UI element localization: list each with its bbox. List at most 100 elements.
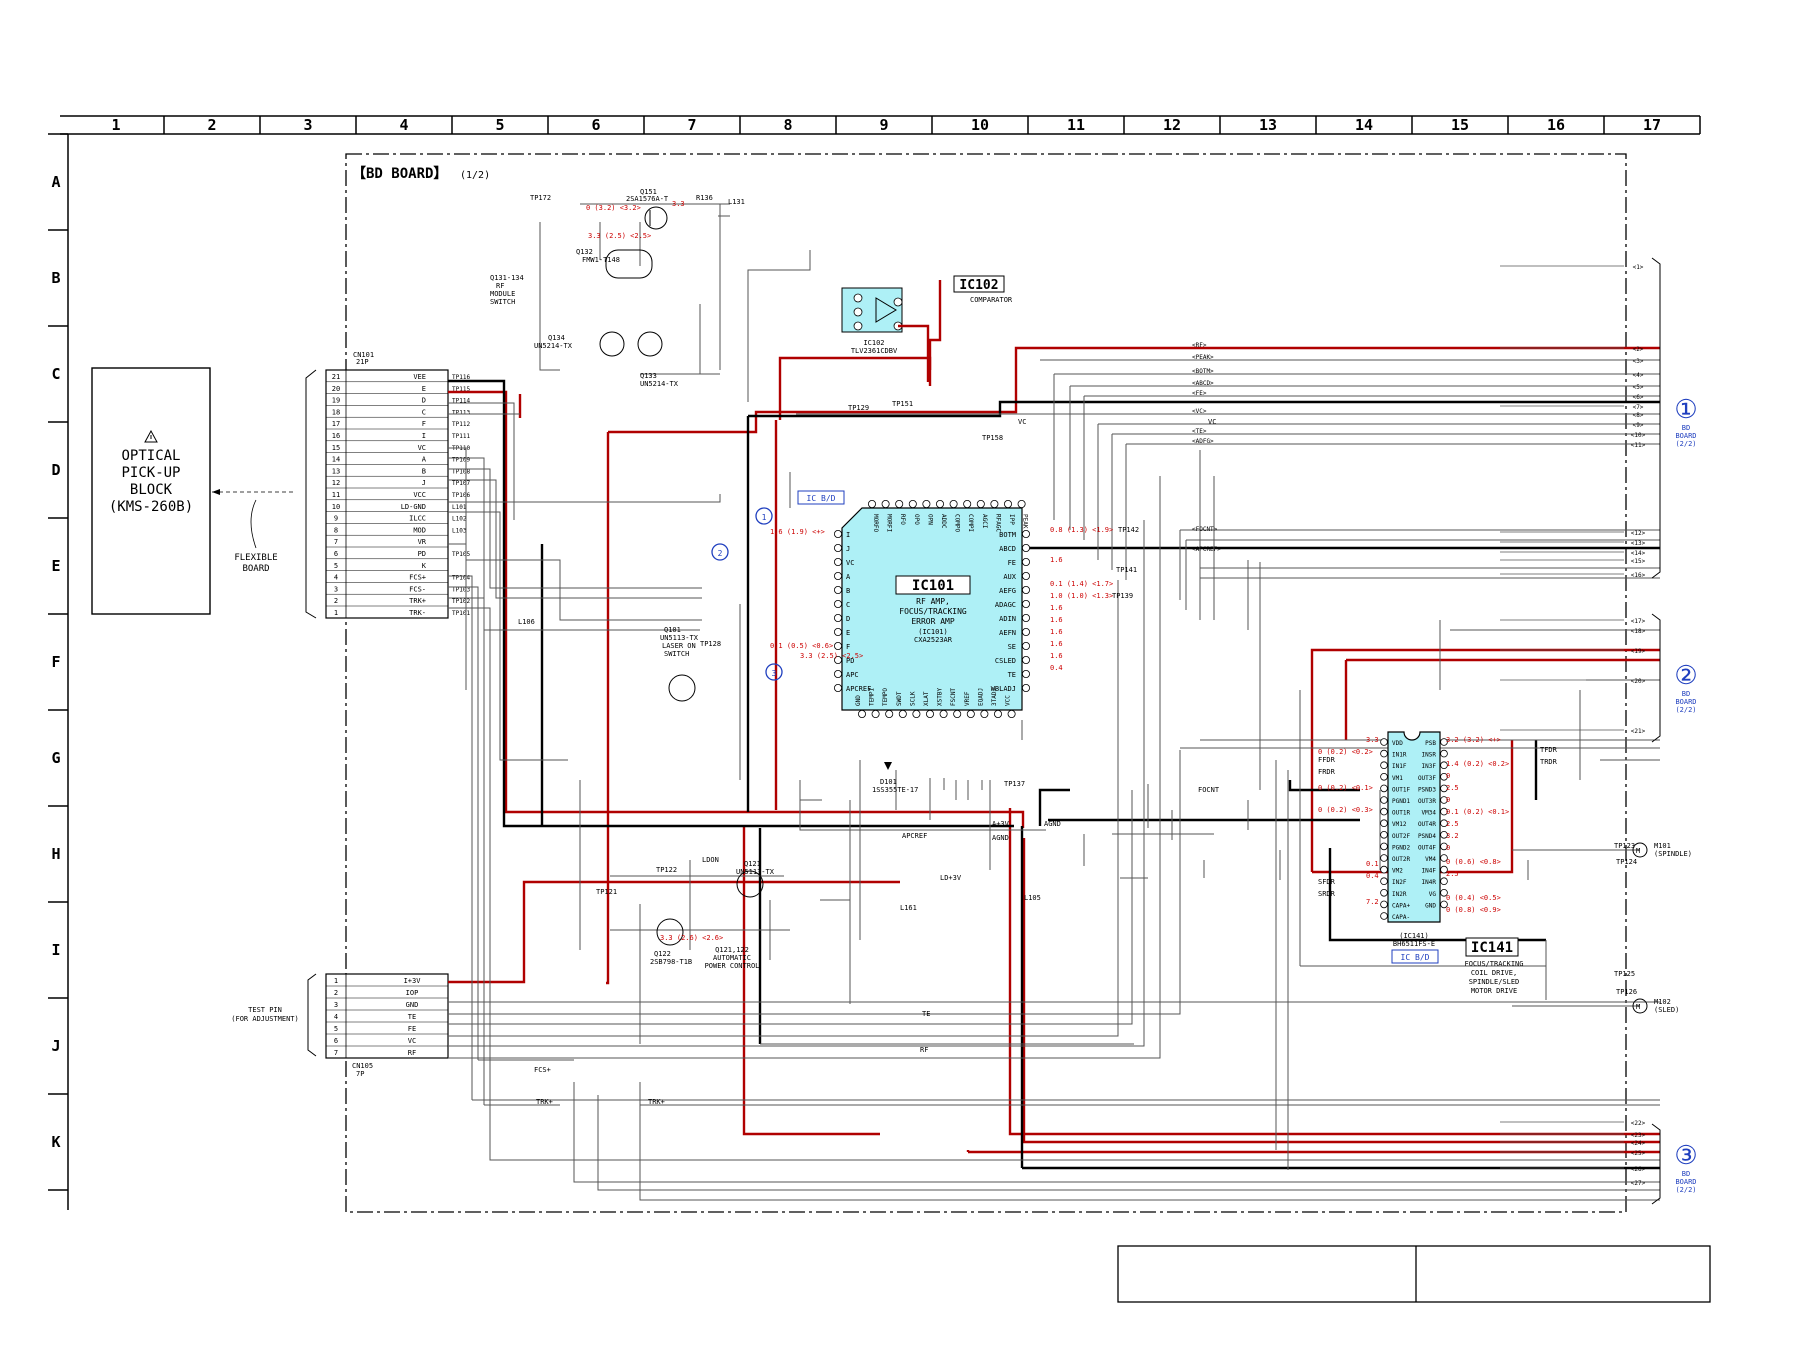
ic101-bottom-pin: VREF [964, 691, 971, 706]
grid-row-label: E [51, 557, 60, 575]
ic101-bottom-pin: SCLK [909, 691, 916, 706]
tp123-ref: TP123 [1614, 842, 1635, 850]
net-trk-2: TRK+ [648, 1098, 665, 1106]
ic141-right-pin: OUT4F [1418, 844, 1436, 851]
ic101-left-pin: C [846, 601, 850, 609]
cn101-testpoint: TP109 [452, 457, 470, 464]
cn105-title-1: TEST PIN [248, 1006, 282, 1014]
tp139-ref: TP139 [1112, 592, 1133, 600]
q101-ref: Q101 [664, 626, 681, 634]
volt-23: 0 [1446, 772, 1450, 780]
volt-20: 0 (0.2) <0.1> [1318, 784, 1373, 792]
voltage-annotations: 0 (3.2) <3.2> 3.3 (2.5) <2.5> 3.3 1.6 (1… [586, 200, 1509, 942]
net-a3v: A+3V [992, 820, 1010, 828]
ic101-top-pin: COMPO [954, 514, 961, 532]
module-switch-label: Q131-134 RF MODULE SWITCH [490, 274, 524, 306]
cn105-pin-number: 3 [334, 1001, 338, 1009]
right-signal-name: <BOTM> [1192, 368, 1214, 375]
cn101-pin-number: 3 [334, 585, 338, 593]
part-refs: R136 L131 TP172 TP129 TP151 TP158 TP128 … [518, 194, 1637, 996]
right-signal-number: <13> [1631, 540, 1646, 547]
ic101-right-pin: SE [1008, 643, 1016, 651]
ic141-right-pin: IN3F [1422, 763, 1437, 770]
volt-22d: 1.6 [1050, 628, 1063, 636]
ic141-left-pin: OUT1R [1392, 810, 1410, 817]
ic101-bottom-pin: EQADJ [977, 688, 984, 706]
apc-line1: AUTOMATIC [713, 954, 751, 962]
cn101-testpoint: L101 [452, 504, 467, 511]
ic141-right-pin: VM34 [1422, 810, 1437, 817]
net-sfdr: SFDR [1318, 878, 1336, 886]
warning-icon [144, 429, 158, 443]
volt-6: 0.1 (0.5) <0.6> [770, 642, 833, 650]
cn101-testpoint: TP108 [452, 468, 470, 475]
m102-name: (SLED) [1654, 1006, 1679, 1014]
ic101-part-ref: (IC101) [918, 628, 948, 636]
l106-ref: L106 [518, 618, 535, 626]
ic141-right-pin: PSB [1425, 740, 1436, 747]
group2-line2: BOARD [1675, 698, 1696, 706]
ic101-right-pin: CSLED [995, 657, 1016, 665]
grid-row-label: G [51, 749, 60, 767]
net-ldon: LDON [702, 856, 719, 864]
ic101-left-pin: I [846, 531, 850, 539]
q122-part: 2SB798-T1B [650, 958, 692, 966]
ic141-right-pin: INSR [1422, 752, 1437, 759]
cn101-pin-number: 9 [334, 515, 338, 523]
cn105-pin-number: 1 [334, 977, 338, 985]
apc-line2: POWER CONTROL [705, 962, 760, 970]
volt-23c: 0 [1446, 844, 1450, 852]
ic101-top-pin: OPN [926, 514, 933, 525]
cn101-pin-name: FCS+ [409, 574, 426, 582]
net-tfdr: TFDR [1540, 746, 1558, 754]
cn101-pin-name: VC [418, 444, 426, 452]
ic101-bottom-pin: GND [855, 695, 862, 706]
grid-column-label: 14 [1355, 116, 1373, 134]
right-signal-name: <ADFG> [1192, 438, 1214, 445]
volt-13: 3.2 (3.2) <+> [1446, 736, 1501, 744]
ic102-ref: IC102 [959, 278, 998, 293]
transistor-q132: Q132 FMW1-T148 [576, 248, 653, 279]
volt-22c: 1.6 [1050, 616, 1063, 624]
cn101-pin-number: 6 [334, 550, 338, 558]
ic141-tag: IC B/D [1401, 953, 1430, 962]
q151-part: 2SA1576A-T [626, 195, 669, 203]
ic141-right-pin: PSND4 [1418, 833, 1436, 840]
cn105-title-2: (FOR ADJUSTMENT) [231, 1015, 298, 1023]
cn101-pin-number: 13 [332, 467, 340, 475]
ic101-left-pin: J [846, 545, 850, 553]
module-switch-line1: RF [496, 282, 504, 290]
ic141-right-pin: IN4R [1422, 879, 1437, 886]
cn105-pin-name: RF [408, 1049, 416, 1057]
cn101-pin-name: VR [418, 538, 427, 546]
ic101-top-pin: MORFO [872, 514, 879, 532]
signal-wires [448, 203, 1660, 1201]
volt-28: 0.4 [1366, 872, 1379, 880]
net-frdr: FRDR [1318, 768, 1336, 776]
volt-25: 2.5 [1446, 784, 1459, 792]
grid-column-label: 15 [1451, 116, 1469, 134]
cn101-testpoint: TP106 [452, 492, 470, 499]
ic102-part-ref: IC102 [863, 339, 884, 347]
flexible-label-1: FLEXIBLE [234, 553, 277, 563]
board-title: 【BD BOARD】 [352, 166, 447, 182]
cn101-testpoint: L102 [452, 516, 467, 523]
net-rf: RF [920, 1046, 928, 1054]
tp122-ref: TP122 [656, 866, 677, 874]
cn101-testpoint: TP114 [452, 398, 470, 405]
ic141-left-pin: IN2F [1392, 879, 1407, 886]
d101-ref: D101 [880, 778, 897, 786]
ic141-desc-2: COIL DRIVE, [1471, 969, 1517, 977]
ic101-right-pin: BOTM [999, 531, 1016, 539]
group3-number: ③ [1674, 1141, 1697, 1171]
grid-column-label: 10 [971, 116, 989, 134]
cn101-testpoint: TP113 [452, 409, 470, 416]
right-signal-number: <16> [1631, 572, 1646, 579]
grid-row-label: J [51, 1037, 60, 1055]
cn101-pin-number: 11 [332, 491, 340, 499]
cn101-pin-name: TRK+ [409, 597, 426, 605]
transistor-q121: Q121 UN5113-TX [736, 860, 775, 898]
right-signal-number: <26> [1631, 1166, 1646, 1173]
ic141-left-pin: VM1 [1392, 775, 1403, 782]
